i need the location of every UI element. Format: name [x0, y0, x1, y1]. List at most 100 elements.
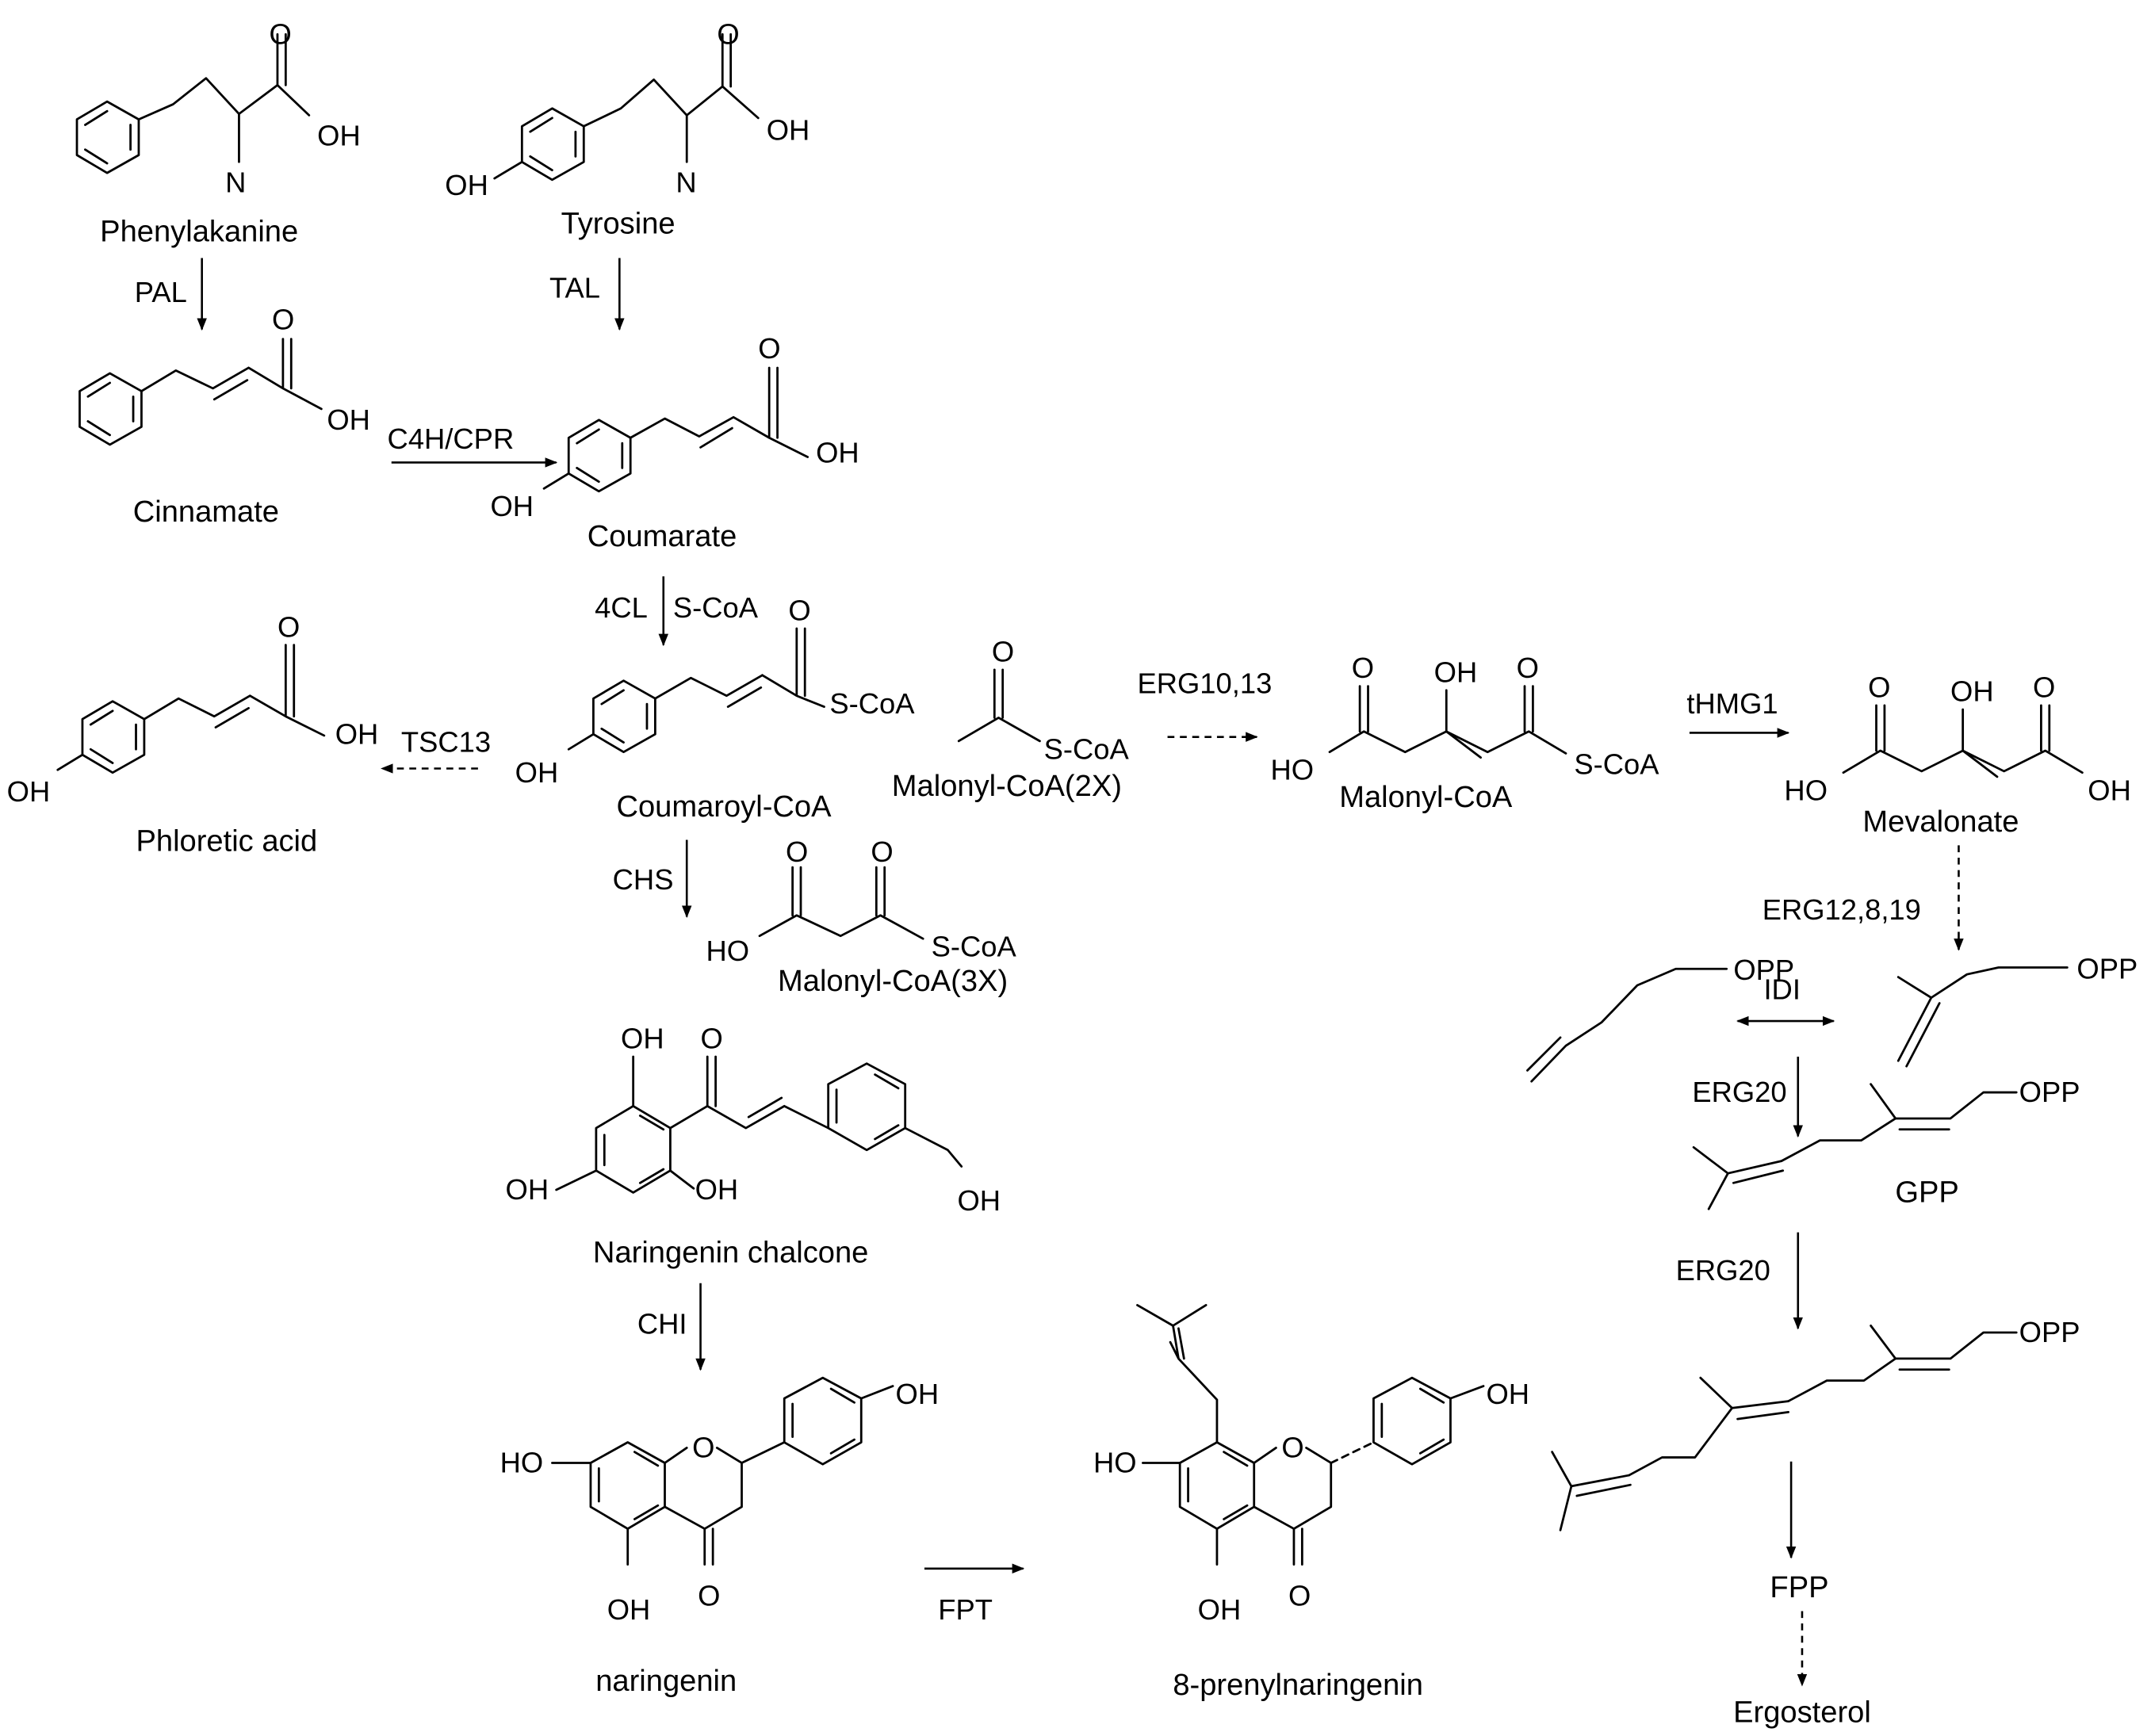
enzyme-erg12: ERG12,8,19	[1763, 893, 1921, 926]
atom-oh: OH	[1198, 1593, 1242, 1626]
atom-oh: OH	[2088, 774, 2131, 806]
cinnamate-structure: O OH	[78, 304, 370, 446]
cofactor-scoa: S-CoA	[673, 591, 759, 624]
atom-o: O	[1288, 1580, 1311, 1612]
atom-o: O	[272, 304, 294, 336]
label-coumaroyl-coa: Coumaroyl-CoA	[616, 790, 832, 824]
label-coumarate: Coumarate	[588, 520, 737, 553]
label-ergosterol: Ergosterol	[1733, 1696, 1871, 1730]
label-cinnamate: Cinnamate	[133, 495, 279, 529]
label-fpp: FPP	[1770, 1571, 1828, 1604]
atom-o: O	[786, 835, 808, 868]
atom-o: O	[758, 332, 780, 365]
label-naringenin: naringenin	[595, 1665, 737, 1698]
atom-oh: OH	[490, 490, 534, 522]
enzyme-idi: IDI	[1763, 973, 1800, 1005]
atom-o: O	[788, 595, 810, 627]
atom-oh: OH	[695, 1173, 739, 1206]
label-mevalonate: Mevalonate	[1862, 805, 2019, 839]
fpp-structure: OPP	[1551, 1316, 2080, 1531]
acetyl-coa-structure: O S-CoA	[957, 635, 1130, 765]
atom-o: O	[1352, 652, 1374, 684]
enzyme-fpt: FPT	[938, 1593, 993, 1626]
naringenin-chalcone-structure: OH O OH OH OH	[506, 1023, 1001, 1217]
phloretic-acid-structure: OH O OH	[7, 610, 379, 808]
atom-opp: OPP	[2076, 952, 2138, 985]
gpp-structure: OPP	[1692, 1076, 2080, 1210]
atom-ho: HO	[500, 1447, 544, 1479]
atom-ho: HO	[1784, 774, 1828, 806]
coumarate-structure: OH O OH	[490, 332, 859, 522]
enzyme-erg20-b: ERG20	[1676, 1254, 1770, 1287]
atom-oh: OH	[327, 403, 370, 436]
atom-o: O	[692, 1432, 714, 1464]
atom-ho: HO	[706, 935, 749, 967]
atom-opp: OPP	[2019, 1076, 2080, 1108]
atom-o: O	[1517, 652, 1539, 684]
atom-oh: OH	[335, 717, 379, 750]
atom-ho: HO	[1271, 753, 1315, 786]
ipp-structure: OPP	[1526, 954, 1794, 1083]
enzyme-tal: TAL	[549, 272, 600, 304]
atom-scoa: S-CoA	[1044, 732, 1130, 765]
atom-oh: OH	[1486, 1378, 1529, 1410]
atom-o: O	[277, 610, 300, 643]
naringenin-structure: O HO OH OH O	[500, 1376, 940, 1626]
mevalonate-structure: O OH O HO OH	[1784, 671, 2130, 806]
atom-opp: OPP	[2019, 1316, 2080, 1348]
atom-oh: OH	[317, 120, 361, 152]
atom-oh: OH	[607, 1593, 651, 1626]
enzyme-c4h: C4H/CPR	[388, 423, 515, 455]
label-phenylalanine: Phenylakanine	[100, 216, 298, 249]
label-acetyl-coa: Malonyl-CoA(2X)	[892, 770, 1122, 803]
atom-o: O	[717, 17, 739, 50]
atom-o: O	[992, 635, 1014, 667]
enzyme-tsc13: TSC13	[401, 726, 491, 759]
atom-o: O	[701, 1023, 723, 1055]
enzyme-pal: PAL	[135, 276, 187, 308]
atom-oh: OH	[958, 1184, 1001, 1217]
coumaroyl-coa-structure: OH O S-CoA	[515, 595, 916, 789]
enzyme-erg10: ERG10,13	[1137, 667, 1272, 699]
atom-oh: OH	[515, 756, 559, 789]
atom-scoa: S-CoA	[932, 931, 1017, 963]
atom-n: N	[676, 166, 696, 198]
enzyme-chi: CHI	[637, 1308, 687, 1340]
atom-oh: OH	[896, 1378, 940, 1410]
prenylnaringenin-structure: O HO OH OH O	[1093, 1304, 1529, 1626]
label-hmg-coa: Malonyl-CoA	[1339, 781, 1513, 814]
malonyl-coa-structure: O O HO S-CoA	[706, 835, 1016, 967]
atom-ho: HO	[1093, 1447, 1137, 1479]
atom-o: O	[2033, 671, 2055, 703]
atom-oh: OH	[816, 436, 859, 468]
atom-oh: OH	[1950, 675, 1994, 708]
enzyme-4cl: 4CL	[595, 591, 648, 624]
atom-o: O	[1281, 1432, 1303, 1464]
enzyme-chs: CHS	[613, 863, 674, 896]
atom-oh: OH	[506, 1173, 549, 1206]
atom-o: O	[871, 835, 893, 868]
phenylalanine-structure: O OH N	[75, 17, 361, 198]
atom-o: O	[270, 17, 292, 50]
atom-oh: OH	[621, 1023, 664, 1055]
dmapp-structure: OPP	[1896, 952, 2138, 1068]
atom-oh: OH	[1434, 656, 1478, 688]
label-gpp: GPP	[1895, 1176, 1958, 1210]
atom-opp: OPP	[1733, 954, 1794, 986]
atom-oh: OH	[7, 775, 51, 808]
label-tyrosine: Tyrosine	[561, 207, 676, 240]
enzyme-thmg1: tHMG1	[1686, 687, 1778, 720]
label-prenylnaringenin: 8-prenylnaringenin	[1173, 1669, 1423, 1702]
label-phloretic-acid: Phloretic acid	[136, 824, 317, 858]
atom-oh: OH	[445, 169, 488, 201]
hmg-coa-structure: O OH O HO S-CoA	[1271, 652, 1660, 786]
atom-o: O	[1868, 671, 1890, 703]
label-malonyl-coa-3x: Malonyl-CoA(3X)	[778, 965, 1008, 998]
label-naringenin-chalcone: Naringenin chalcone	[593, 1237, 868, 1270]
atom-scoa: S-CoA	[1574, 748, 1659, 780]
atom-n: N	[225, 166, 246, 198]
enzyme-erg20-a: ERG20	[1692, 1076, 1786, 1108]
atom-oh: OH	[767, 114, 810, 147]
atom-scoa: S-CoA	[829, 687, 915, 720]
